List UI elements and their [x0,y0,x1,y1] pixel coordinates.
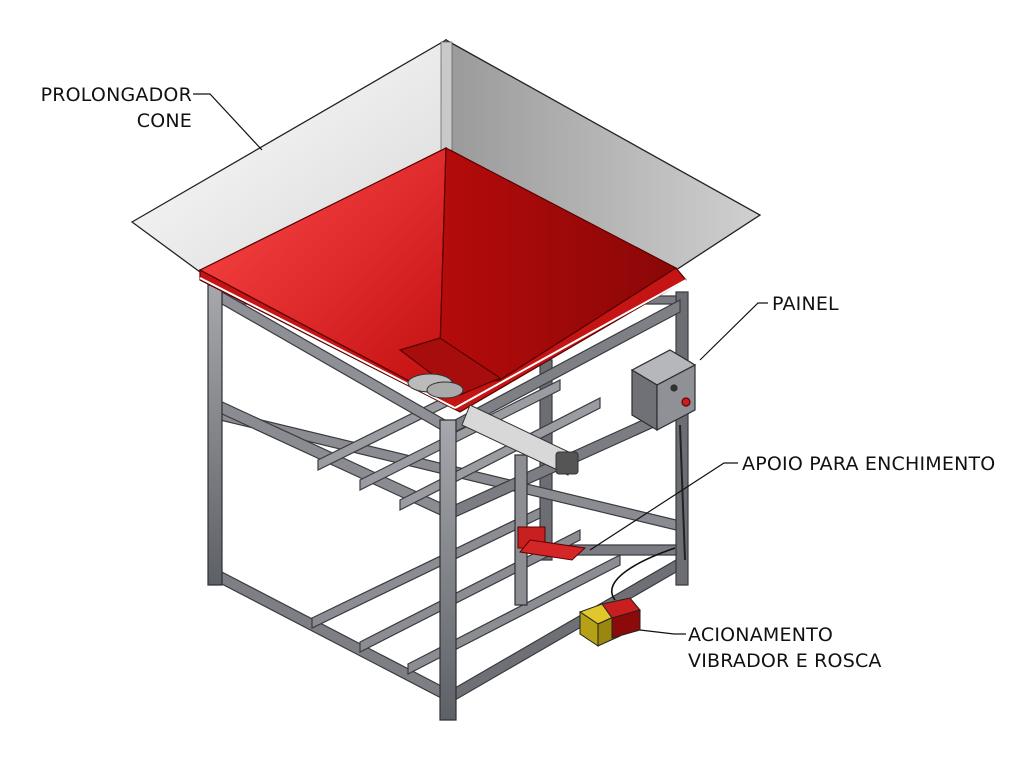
label-acionamento: ACIONAMENTO VIBRADOR E ROSCA [688,622,882,674]
foot-pedals [578,547,676,647]
leader-lines [193,93,768,635]
filling-support [517,526,587,561]
screw-conveyor [407,373,579,476]
label-painel: PAINEL [772,293,839,315]
label-prolongador-line1: PROLONGADOR [40,84,192,106]
label-prolongador-line2: CONE [136,110,192,132]
cone-extension [130,38,762,273]
label-prolongador: PROLONGADOR CONE [20,82,192,134]
leader-painel [699,302,768,361]
leader-prolongador [193,93,263,151]
frame-front-legs [207,284,528,721]
frame-rails [217,290,681,702]
label-acionamento-line1: ACIONAMENTO [688,624,834,646]
label-acionamento-line2: VIBRADOR E ROSCA [688,650,882,672]
leader-apoio [589,462,738,551]
electrical-panel [630,349,697,561]
leader-acionamento [639,629,686,635]
label-apoio: APOIO PARA ENCHIMENTO [742,453,996,475]
